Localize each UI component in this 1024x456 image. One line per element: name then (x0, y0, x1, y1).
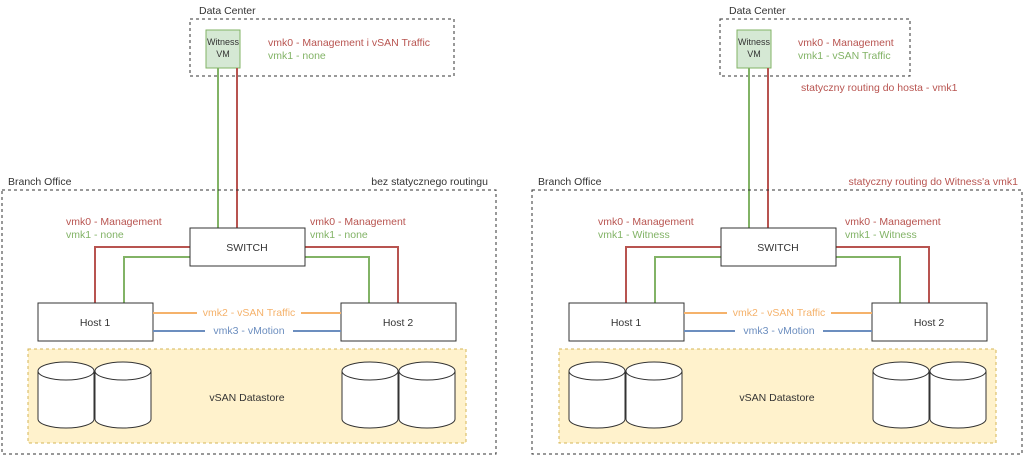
left-vmotion-label-bg (205, 324, 293, 337)
right-routing-note: statyczny routing do Witness'a vmk1 (849, 176, 1019, 188)
left-data-center-label: Data Center (199, 5, 256, 17)
left-host1-vmk1-label: vmk1 - none (66, 229, 124, 241)
right-host1-box (568, 302, 685, 342)
left-witness-vm-label-line2: VM (216, 49, 230, 59)
left-host1-mgmt-link (94, 246, 190, 303)
left-branch-office-label: Branch Office (8, 176, 72, 188)
left-host1-vsan-link (123, 256, 190, 303)
left-witness-vm-box (205, 29, 241, 69)
left-vsan-traffic-label: vmk2 - vSAN Traffic (203, 307, 296, 319)
left-host2-vsan-link (305, 256, 370, 303)
left-routing-note: bez statycznego routingu (371, 176, 488, 188)
right-host1-vmk1-label: vmk1 - Witness (598, 229, 670, 241)
left-host2-vmk0-label: vmk0 - Management (310, 216, 406, 228)
left-diagram: Data Center Witness VM vmk0 - Management… (1, 5, 497, 455)
right-witness-vm-label-line1: Witness (738, 37, 771, 47)
left-host2-mgmt-link (305, 246, 399, 303)
left-disk-4 (398, 361, 456, 429)
left-data-center-box (189, 18, 455, 77)
right-witness-vmk0-label: vmk0 - Management (798, 37, 894, 49)
right-host2-box (871, 302, 988, 342)
left-witness-vmk0-label: vmk0 - Management i vSAN Traffic (268, 37, 430, 49)
left-host2-vmk1-label: vmk1 - none (310, 229, 368, 241)
left-disk-3 (341, 361, 399, 429)
right-vmotion-label: vmk3 - vMotion (743, 325, 814, 337)
right-vsan-traffic-label: vmk2 - vSAN Traffic (733, 307, 826, 319)
right-data-center-box (719, 18, 911, 77)
right-disk-2 (625, 361, 683, 429)
left-vmotion-label: vmk3 - vMotion (213, 325, 284, 337)
left-host1-vmk0-label: vmk0 - Management (66, 216, 162, 228)
right-host2-vmk1-label: vmk1 - Witness (845, 229, 917, 241)
right-witness-vmk1-label: vmk1 - vSAN Traffic (798, 50, 891, 62)
left-host2-box (340, 302, 457, 342)
left-vsan-traffic-label-bg (197, 306, 301, 319)
right-disk-1 (568, 361, 626, 429)
left-switch-label: SWITCH (226, 242, 267, 254)
right-host1-vmk0-label: vmk0 - Management (598, 216, 694, 228)
right-switch-label: SWITCH (757, 242, 798, 254)
right-host2-label: Host 2 (914, 317, 945, 329)
right-branch-office-box (531, 189, 1023, 455)
left-switch-box (189, 227, 306, 267)
right-host1-vsan-link (654, 256, 721, 303)
right-host2-vmk0-label: vmk0 - Management (845, 216, 941, 228)
right-vsan-traffic-label-bg (727, 306, 831, 319)
right-host2-vsan-link (836, 256, 901, 303)
right-datastore-label: vSAN Datastore (739, 392, 814, 404)
left-disk-1 (37, 361, 95, 429)
right-data-center-label: Data Center (729, 5, 786, 17)
left-witness-vmk1-label: vmk1 - none (268, 50, 326, 62)
right-disk-3 (872, 361, 930, 429)
left-witness-vm-label-line1: Witness (207, 37, 240, 47)
right-disk-4 (929, 361, 987, 429)
right-diagram: Data Center Witness VM vmk0 - Management… (531, 5, 1023, 455)
right-witness-vm-box (736, 29, 772, 69)
right-host2-mgmt-link (836, 246, 930, 303)
right-vmotion-label-bg (735, 324, 823, 337)
right-witness-route-note: statyczny routing do hosta - vmk1 (801, 82, 958, 94)
right-switch-box (720, 227, 837, 267)
left-host2-label: Host 2 (383, 317, 414, 329)
left-host1-label: Host 1 (80, 317, 111, 329)
left-datastore-label: vSAN Datastore (209, 392, 284, 404)
left-branch-office-box (1, 189, 497, 455)
right-branch-office-label: Branch Office (538, 176, 602, 188)
right-witness-vm-label-line2: VM (747, 49, 761, 59)
left-disk-2 (94, 361, 152, 429)
right-host1-label: Host 1 (611, 317, 642, 329)
left-host1-box (37, 302, 154, 342)
right-host1-mgmt-link (625, 246, 721, 303)
